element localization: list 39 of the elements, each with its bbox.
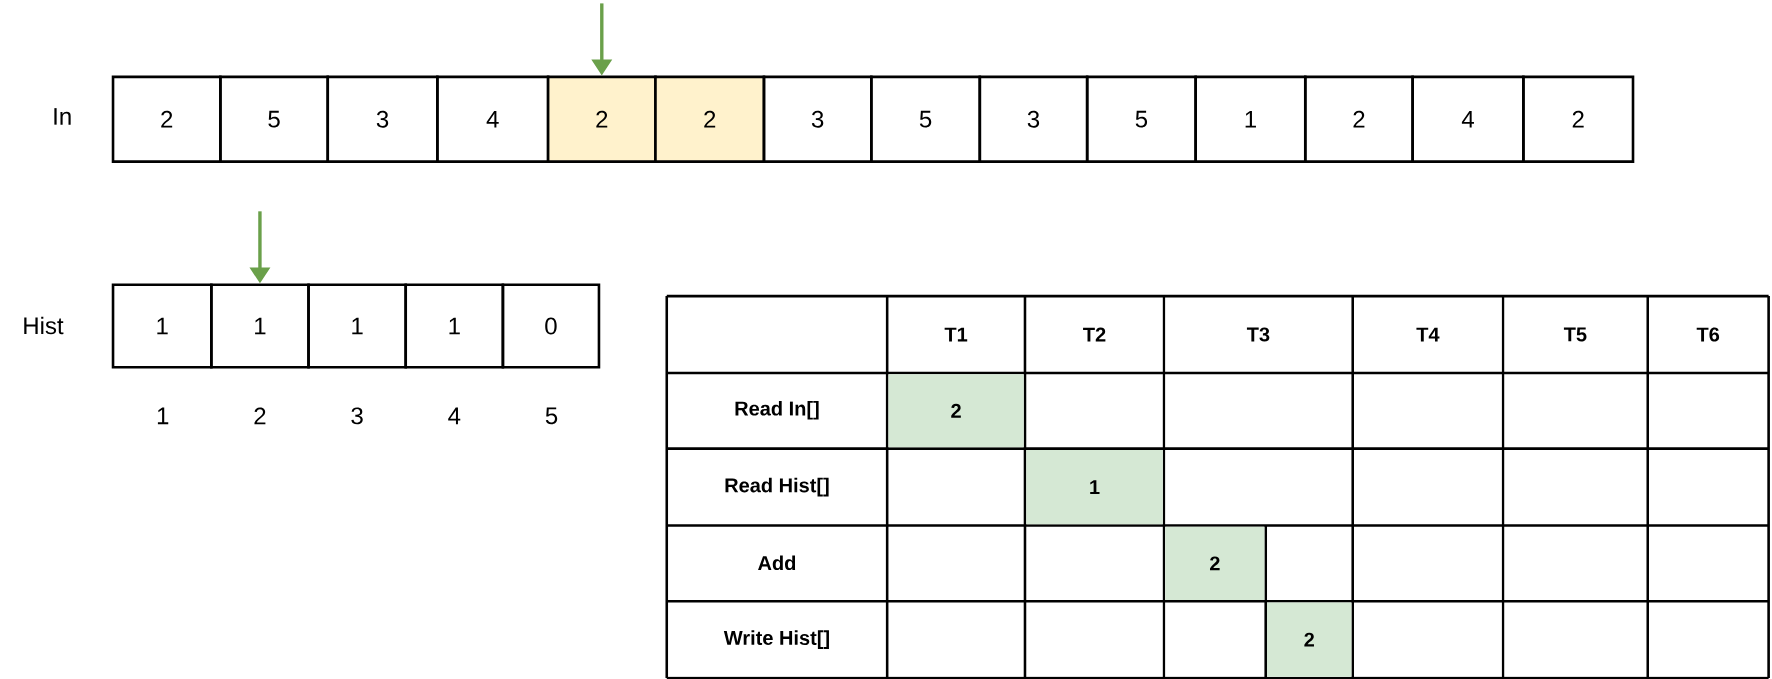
array-cell: 1 xyxy=(1194,75,1307,163)
array-cell: 0 xyxy=(501,283,601,369)
column-header: T3 xyxy=(1246,327,1270,342)
array-cell: 5 xyxy=(219,75,330,163)
highlighted-cell: 2 xyxy=(546,75,657,163)
index-number: 4 xyxy=(448,407,461,425)
array-label: Hist xyxy=(24,316,64,335)
highlighted-cell: 2 xyxy=(888,374,1024,448)
highlighted-cell: 2 xyxy=(1267,602,1352,677)
row-header: Add xyxy=(758,555,796,571)
row-header: Read Hist[] xyxy=(725,477,829,497)
index-number: 5 xyxy=(545,407,558,425)
index-number: 1 xyxy=(157,407,169,425)
array-cell: 5 xyxy=(870,75,982,163)
column-header: T4 xyxy=(1416,327,1440,342)
array-cell: 5 xyxy=(1085,75,1197,163)
array-cell: 1 xyxy=(210,283,310,369)
column-header: T1 xyxy=(944,327,968,342)
column-header: T5 xyxy=(1563,327,1587,342)
index-number: 2 xyxy=(254,407,266,425)
index-number: 3 xyxy=(351,407,363,425)
array-cell: 4 xyxy=(1411,75,1525,163)
highlighted-cell: 2 xyxy=(1165,526,1265,600)
array-cell: 3 xyxy=(762,75,873,163)
array-cell: 1 xyxy=(404,283,505,369)
array-cell: 1 xyxy=(111,283,213,369)
array-cell: 2 xyxy=(111,75,222,163)
column-header: T2 xyxy=(1083,327,1106,342)
row-header: Write Hist[] xyxy=(723,630,829,649)
array-label: In xyxy=(54,108,71,125)
highlighted-cell: 2 xyxy=(654,75,766,163)
array-cell: 3 xyxy=(978,75,1089,163)
row-header: Read In[] xyxy=(735,400,819,420)
highlighted-cell: 1 xyxy=(1026,449,1163,525)
array-cell: 2 xyxy=(1304,75,1414,163)
column-header: T6 xyxy=(1696,327,1720,342)
array-cell: 2 xyxy=(1522,75,1635,163)
array-cell: 1 xyxy=(307,283,408,369)
array-cell: 3 xyxy=(326,75,439,163)
